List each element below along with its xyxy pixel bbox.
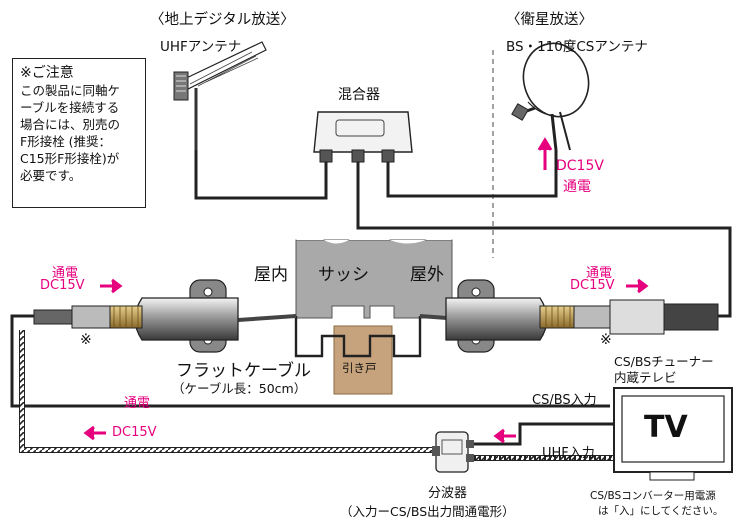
notice-box: ※ご注意 この製品に同軸ケ ーブルを接続する 場合には、別売の F形接栓 (推奨… xyxy=(12,58,146,208)
bs-dish-icon xyxy=(511,42,590,151)
dc-right-label: 通電 xyxy=(586,266,613,281)
dc-lower-label: 通電 xyxy=(124,396,151,411)
splitter-sub-label: （入力ーCS/BS出力間通電形） xyxy=(340,504,515,519)
splitter-label: 分波器 xyxy=(428,486,468,501)
splitter-box xyxy=(432,431,474,473)
satellite-header: 〈衛星放送〉 xyxy=(506,12,593,28)
dc-right-top-sub: 通電 xyxy=(563,179,591,195)
dc-left-label: 通電 xyxy=(52,266,79,281)
dc-right-value: DC15V xyxy=(570,278,615,293)
notice-line: 必要です。 xyxy=(20,168,82,183)
notice-line: C15形F形接栓)が xyxy=(20,151,120,166)
dc-lower-value: DC15V xyxy=(112,425,157,440)
uhf-antenna-label: UHFアンテナ xyxy=(160,39,242,55)
cable-length-label: （ケーブル長：50cm） xyxy=(172,381,307,396)
outdoor-label: 屋外 xyxy=(410,265,444,285)
tv-caption-line1: CS/BSチューナー xyxy=(614,354,714,369)
note-mark-left: ※ xyxy=(80,332,92,348)
notice-line: ーブルを接続する xyxy=(20,100,120,115)
notice-line: 場合には、別売の xyxy=(20,117,121,132)
notice-title: ※ご注意 xyxy=(20,65,74,81)
mixer-box xyxy=(313,111,413,163)
right-adapter xyxy=(445,279,575,353)
tv-set xyxy=(613,387,733,481)
note-mark-right: ※ xyxy=(600,332,612,348)
uhf-antenna-icon xyxy=(173,41,267,150)
csbs-input-label: CS/BS入力 xyxy=(532,393,597,408)
dc-right-top-value: DC15V xyxy=(556,158,604,174)
uhf-input-label: UHF入力 xyxy=(542,446,595,461)
mixer-label: 混合器 xyxy=(338,87,380,103)
left-adapter xyxy=(109,279,239,353)
notice-line: F形接栓 (推奨： xyxy=(20,134,112,149)
tv-caption-line2: 内蔵テレビ xyxy=(614,370,677,385)
flat-cable-label: フラットケーブル xyxy=(176,361,311,381)
dc-left-value: DC15V xyxy=(40,278,85,293)
terrestrial-header: 〈地上デジタル放送〉 xyxy=(150,12,295,28)
window-sash xyxy=(295,234,453,319)
bs-antenna-label: BS・110度CSアンテナ xyxy=(506,39,648,55)
right-f-connector xyxy=(573,299,719,335)
sash-label: サッシ xyxy=(318,265,369,285)
sliding-door-label: 引き戸 xyxy=(342,361,377,375)
power-note-line1: CS/BSコンバーター用電源 xyxy=(590,490,716,502)
power-note-line2: は「入」にしてください。 xyxy=(598,505,724,517)
tv-screen-text: TV xyxy=(644,410,688,445)
indoor-label: 屋内 xyxy=(254,265,288,285)
notice-line: この製品に同軸ケ xyxy=(20,83,121,98)
left-f-connector xyxy=(33,305,111,329)
